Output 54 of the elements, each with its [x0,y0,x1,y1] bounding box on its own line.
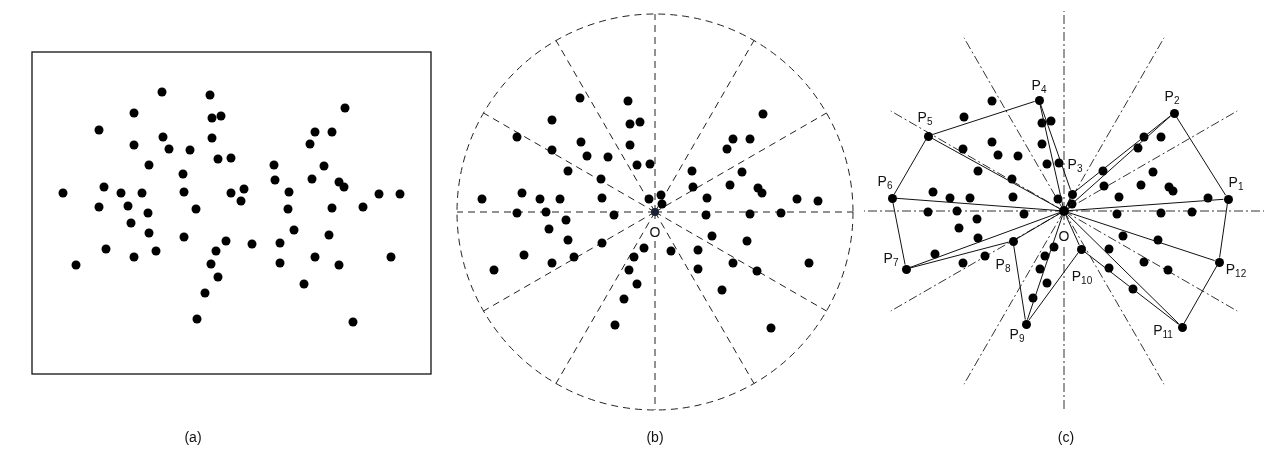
vertex-label: P$_{7}$ [883,251,899,265]
vertex-point [1008,236,1018,246]
vertex-label: P$_{1}$ [1228,175,1244,189]
connector-line [896,197,1060,212]
connector-line [1067,115,1172,209]
vertex-point [1169,108,1179,118]
vertex-point [887,193,897,203]
vertex-point [923,131,933,141]
vertex-label: P$_{4}$ [1031,78,1047,92]
point-label: O [1058,229,1070,243]
vertex-label: P$_{11}$ [1153,323,1173,337]
vertex-point [1034,95,1044,105]
connector-line [1016,213,1061,240]
connector-line [909,241,1010,269]
vertex-point [1223,194,1233,204]
connector-line [1026,215,1063,321]
center-point [1059,206,1069,216]
connector-line [1040,103,1071,191]
point-label: O [649,225,661,239]
connector-line [1065,215,1080,246]
connector-line [1065,197,1071,207]
connector-line [892,201,906,266]
connector-line [1183,265,1218,324]
vertex-label: P$_{2}$ [1164,89,1180,103]
connector-line [1084,251,1179,325]
connector-line [893,139,927,195]
panel-caption: (b) [646,430,664,444]
connector-line [1075,115,1171,192]
vertex-label: P$_{3}$ [1067,157,1083,171]
vertex-label: P$_{6}$ [877,174,893,188]
vertex-label: P$_{5}$ [917,110,933,124]
vertex-point [1177,322,1187,332]
vertex-point [1214,257,1224,267]
vertex-label: P$_{9}$ [1009,327,1025,341]
vertex-label: P$_{12}$ [1225,262,1247,276]
connector-line [1068,198,1224,212]
panel-caption: (a) [184,430,202,444]
connector-line [1175,116,1227,196]
connector-line [931,137,1061,210]
vertex-point [1021,319,1031,329]
connector-line [931,100,1036,136]
connector-line [1013,244,1026,321]
connector-line [1039,103,1064,207]
vertex-label: P$_{8}$ [995,257,1011,271]
panel-caption: (c) [1057,430,1075,444]
connector-line [1028,252,1079,321]
vertex-point [1067,189,1077,199]
vertex-point [901,264,911,274]
connector-line [1067,214,1180,325]
vertex-point [1076,244,1086,254]
connector-line [1219,203,1228,258]
connector-line [909,212,1060,268]
vertex-label: P$_{10}$ [1071,269,1093,283]
connector-line [1068,212,1216,262]
